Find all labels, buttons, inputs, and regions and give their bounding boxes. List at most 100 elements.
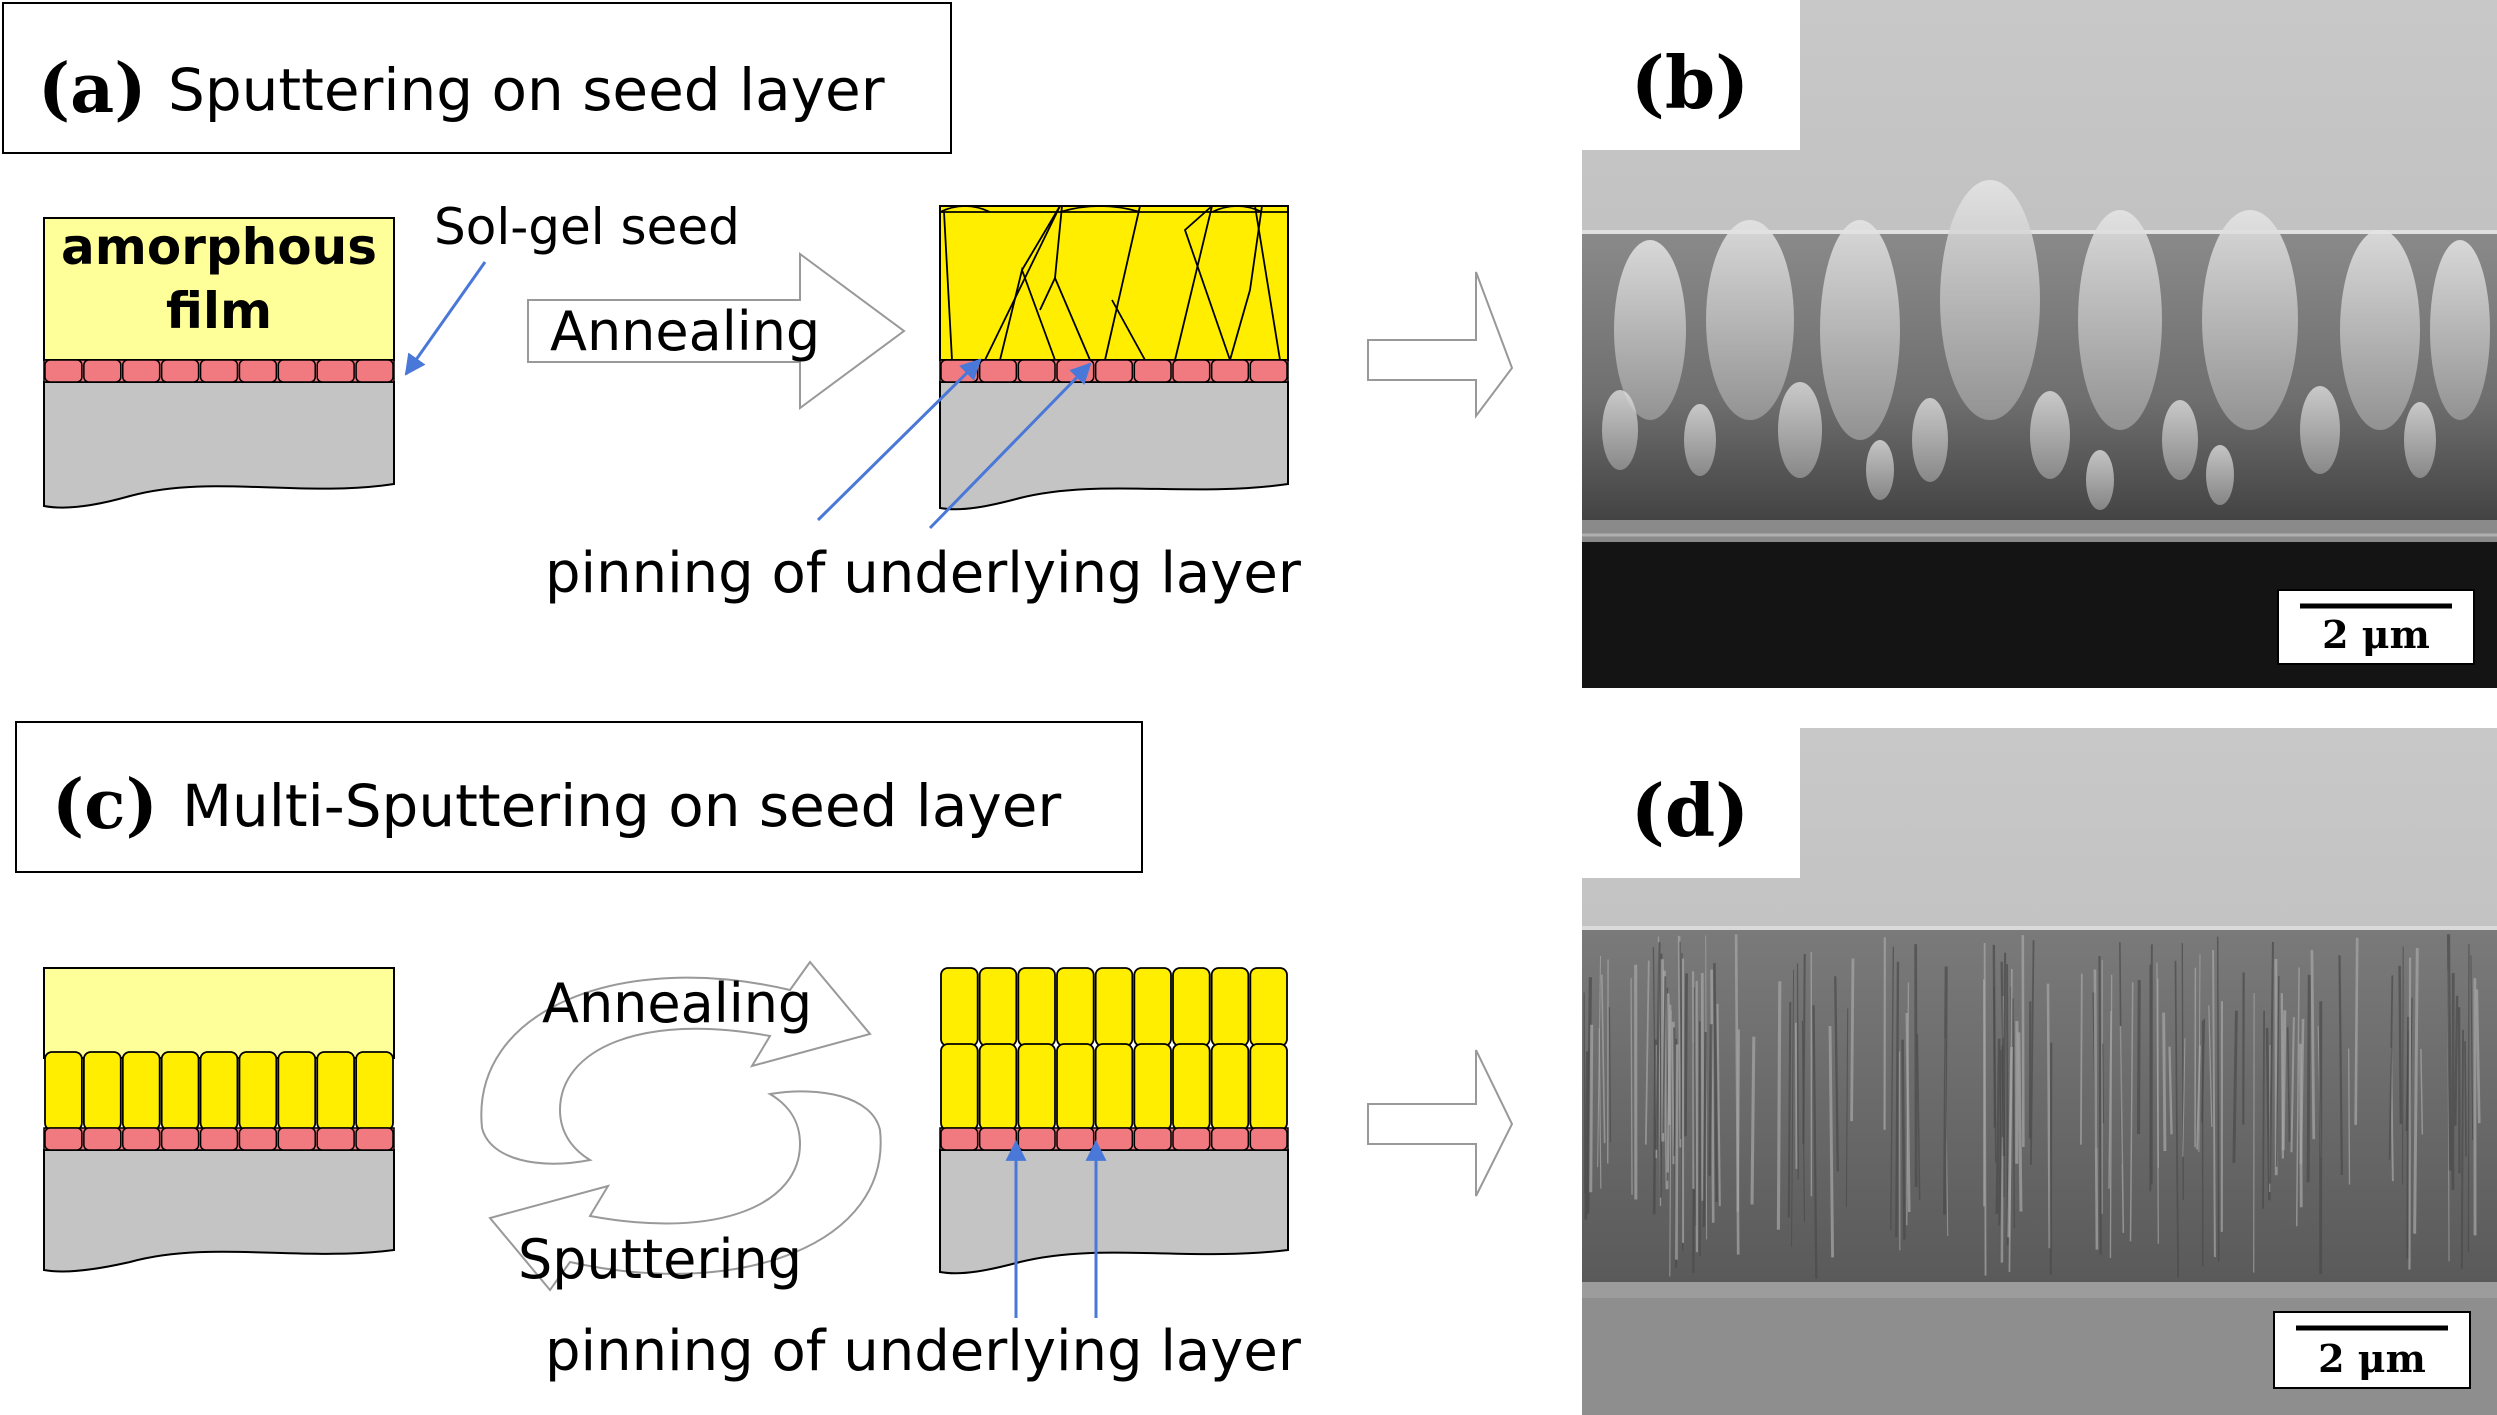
substrate-a-right [939,381,1289,511]
panel-d-label-box [1582,728,1800,878]
panel-c-title-box [15,721,1143,873]
sol-gel-seed-label: Sol-gel seed [434,198,740,256]
column-grain [1133,967,1172,1047]
column-grain [277,1051,317,1131]
seed-grain [1133,359,1172,383]
seed-grain [1133,1127,1172,1151]
column-grain [1056,1043,1095,1131]
column-grain [978,967,1018,1047]
seed-grain [199,359,239,383]
seed-grain [238,1127,278,1151]
seed-grain [355,1127,394,1151]
column-grain [940,967,979,1047]
seed-grain [1249,1127,1288,1151]
panel-d-sem-image: (d) 2 μm [1582,728,2497,1415]
seed-grain [1172,359,1211,383]
seed-grain [83,359,122,383]
column-grain [1172,1043,1211,1131]
cycle-arrow-bottom [488,1090,882,1292]
panel-a-title: Sputtering on seed layer [168,56,885,124]
seed-grain [122,359,161,383]
pinning-label-c: pinning of underlying layer [545,1319,1302,1384]
seed-layer-a-left [43,359,395,383]
seed-grain [1249,359,1288,383]
seed-grain [355,359,394,383]
seed-pointer-arrow [404,261,487,376]
cycle-annealing-label: Annealing [542,972,812,1035]
seed-grain [1210,1127,1250,1151]
pinning-arrow-a-1 [816,358,982,522]
column-grain [1056,967,1095,1047]
seed-grain [160,1127,200,1151]
annealing-arrow [527,252,906,410]
seed-layer-c-right [939,1127,1289,1151]
cycle-arrow-top [480,960,872,1165]
column-grain [1172,967,1211,1047]
seed-grain [1017,1127,1056,1151]
amorphous-film-label-line2: film [166,282,272,340]
seed-grain [316,359,355,383]
seed-grain [1210,359,1250,383]
seed-grain [1094,1127,1134,1151]
column-grain [1133,1043,1172,1131]
column-grain [1094,1043,1134,1131]
seed-grain [122,1127,161,1151]
scale-bar-b [2277,589,2475,665]
seed-grain [940,1127,979,1151]
panel-b-sem-image: (b) 2 μm [1582,0,2497,688]
column-grain [199,1051,239,1131]
seed-grain [83,1127,122,1151]
pinning-label-a: pinning of underlying layer [545,541,1302,606]
grain-boundaries-a [940,205,1288,361]
column-grain [44,1051,83,1131]
cycle-sputtering-label: Sputtering [518,1228,802,1291]
seed-grain [199,1127,239,1151]
seed-grain [277,359,316,383]
column-grain [1249,1043,1288,1131]
column-grain [1249,967,1288,1047]
seed-grain [160,359,200,383]
panel-b-letter: (b) [1631,40,1749,125]
column-grain [1017,1043,1056,1131]
pinning-arrow-a-2 [928,362,1092,530]
panel-a-title-box [2,2,952,154]
seed-grain [978,359,1018,383]
column-grain [1017,967,1056,1047]
column-grain [355,1051,394,1131]
column-grain [238,1051,278,1131]
seed-grain [44,359,83,383]
panel-b-label-box [1582,0,1800,150]
annealing-label: Annealing [550,300,820,363]
column-grain [1094,967,1134,1047]
seed-grain [1094,359,1134,383]
column-grain [121,1051,161,1131]
seed-grain [1017,359,1056,383]
seed-grain [978,1127,1018,1151]
substrate-c-right [939,1149,1289,1275]
seed-grain [44,1127,83,1151]
panel-a: (a) Sputtering on seed layer amorphous f… [2,2,1514,606]
column-grain [160,1051,200,1131]
seed-grain [238,359,278,383]
panel-d-letter: (d) [1631,768,1749,853]
seed-grain [1056,1127,1095,1151]
column-grain [978,1043,1018,1131]
amorphous-film [43,217,395,361]
column-grain [1210,967,1250,1047]
column-grain [316,1051,356,1131]
scale-bar-d [2273,1311,2471,1389]
grain-tops-a [939,205,1263,213]
column-grains-c-right [940,967,1288,1131]
column-grain [940,1043,979,1131]
seed-layer-c-left [43,1127,395,1151]
seed-grain [1172,1127,1211,1151]
panel-a-letter: (a) [38,49,146,129]
panel-c: (c) Multi-Sputtering on seed layer Annea… [15,721,1514,1384]
scale-bar-b-label: 2 μm [2322,612,2430,657]
substrate-a-left [43,381,395,509]
seed-grain [316,1127,355,1151]
substrate-c-left [43,1149,395,1273]
column-grain [82,1051,122,1131]
amorphous-layer-c [43,967,395,1059]
